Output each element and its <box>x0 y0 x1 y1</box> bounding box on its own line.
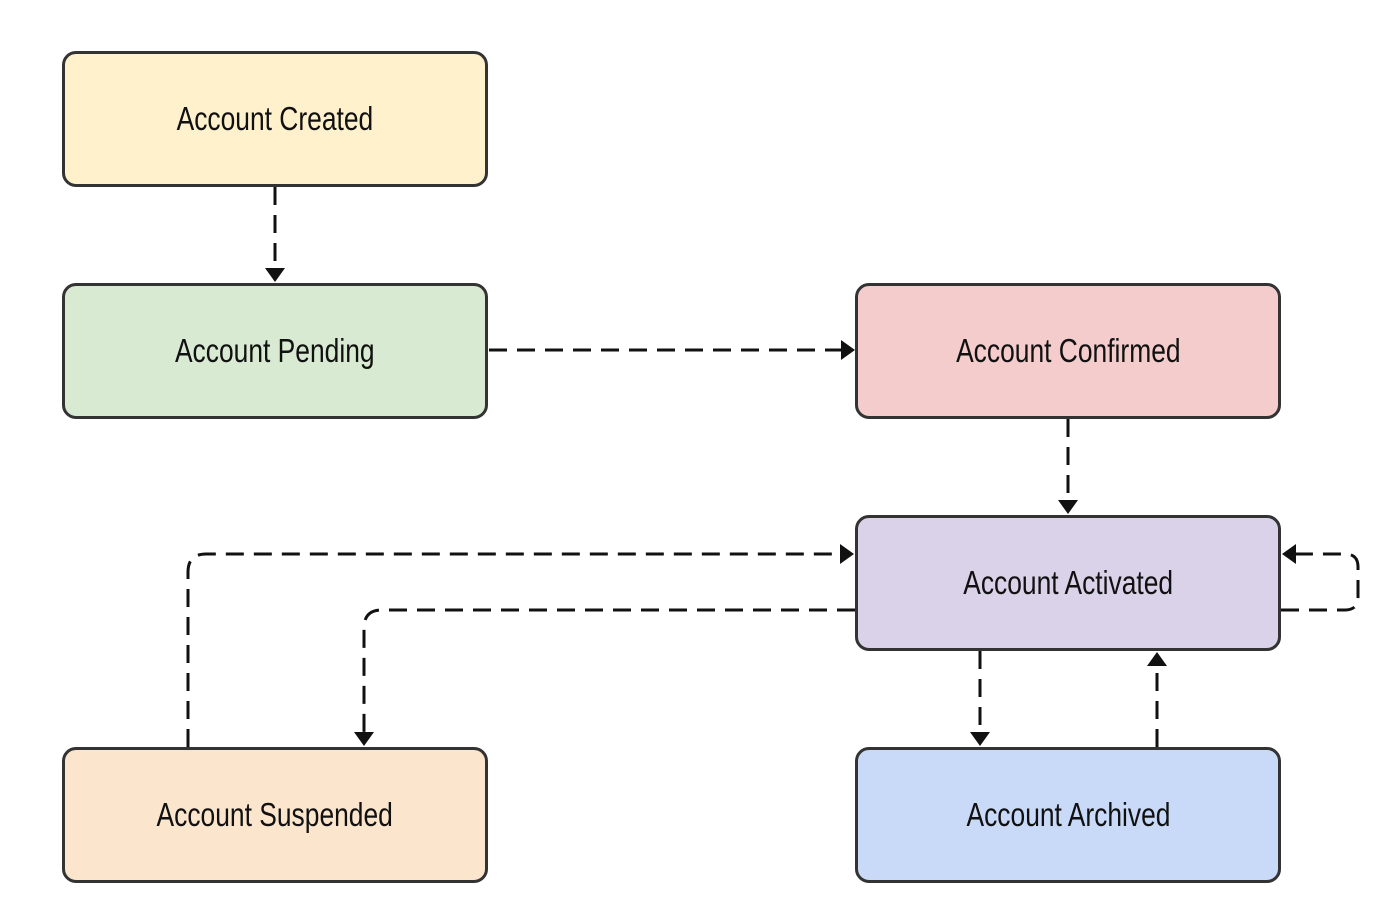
edge-activated-to-suspended <box>362 608 855 732</box>
edge-suspended-to-activated <box>186 552 840 747</box>
state-account-created: Account Created <box>62 51 488 187</box>
arrowhead-archived <box>970 732 990 746</box>
state-account-pending: Account Pending <box>62 283 488 419</box>
arrowhead-confirmed <box>841 340 855 360</box>
arrowhead-suspended <box>354 732 374 746</box>
arrowhead-activated-right <box>1282 544 1296 564</box>
state-label: Account Pending <box>175 332 375 369</box>
arrowhead-activated-bottom <box>1147 652 1167 666</box>
state-account-activated: Account Activated <box>855 515 1281 651</box>
arrowhead-activated-top <box>1058 500 1078 514</box>
state-label: Account Activated <box>963 564 1173 601</box>
arrowhead-pending <box>265 268 285 282</box>
state-label: Account Archived <box>965 796 1170 833</box>
state-label: Account Suspended <box>156 796 394 833</box>
state-account-archived: Account Archived <box>855 747 1281 883</box>
state-label: Account Confirmed <box>955 332 1181 369</box>
state-account-confirmed: Account Confirmed <box>855 283 1281 419</box>
edge-activated-self-loop <box>1281 552 1360 612</box>
arrowhead-activated-left <box>840 544 854 564</box>
state-account-suspended: Account Suspended <box>62 747 488 883</box>
state-label: Account Created <box>176 100 374 137</box>
